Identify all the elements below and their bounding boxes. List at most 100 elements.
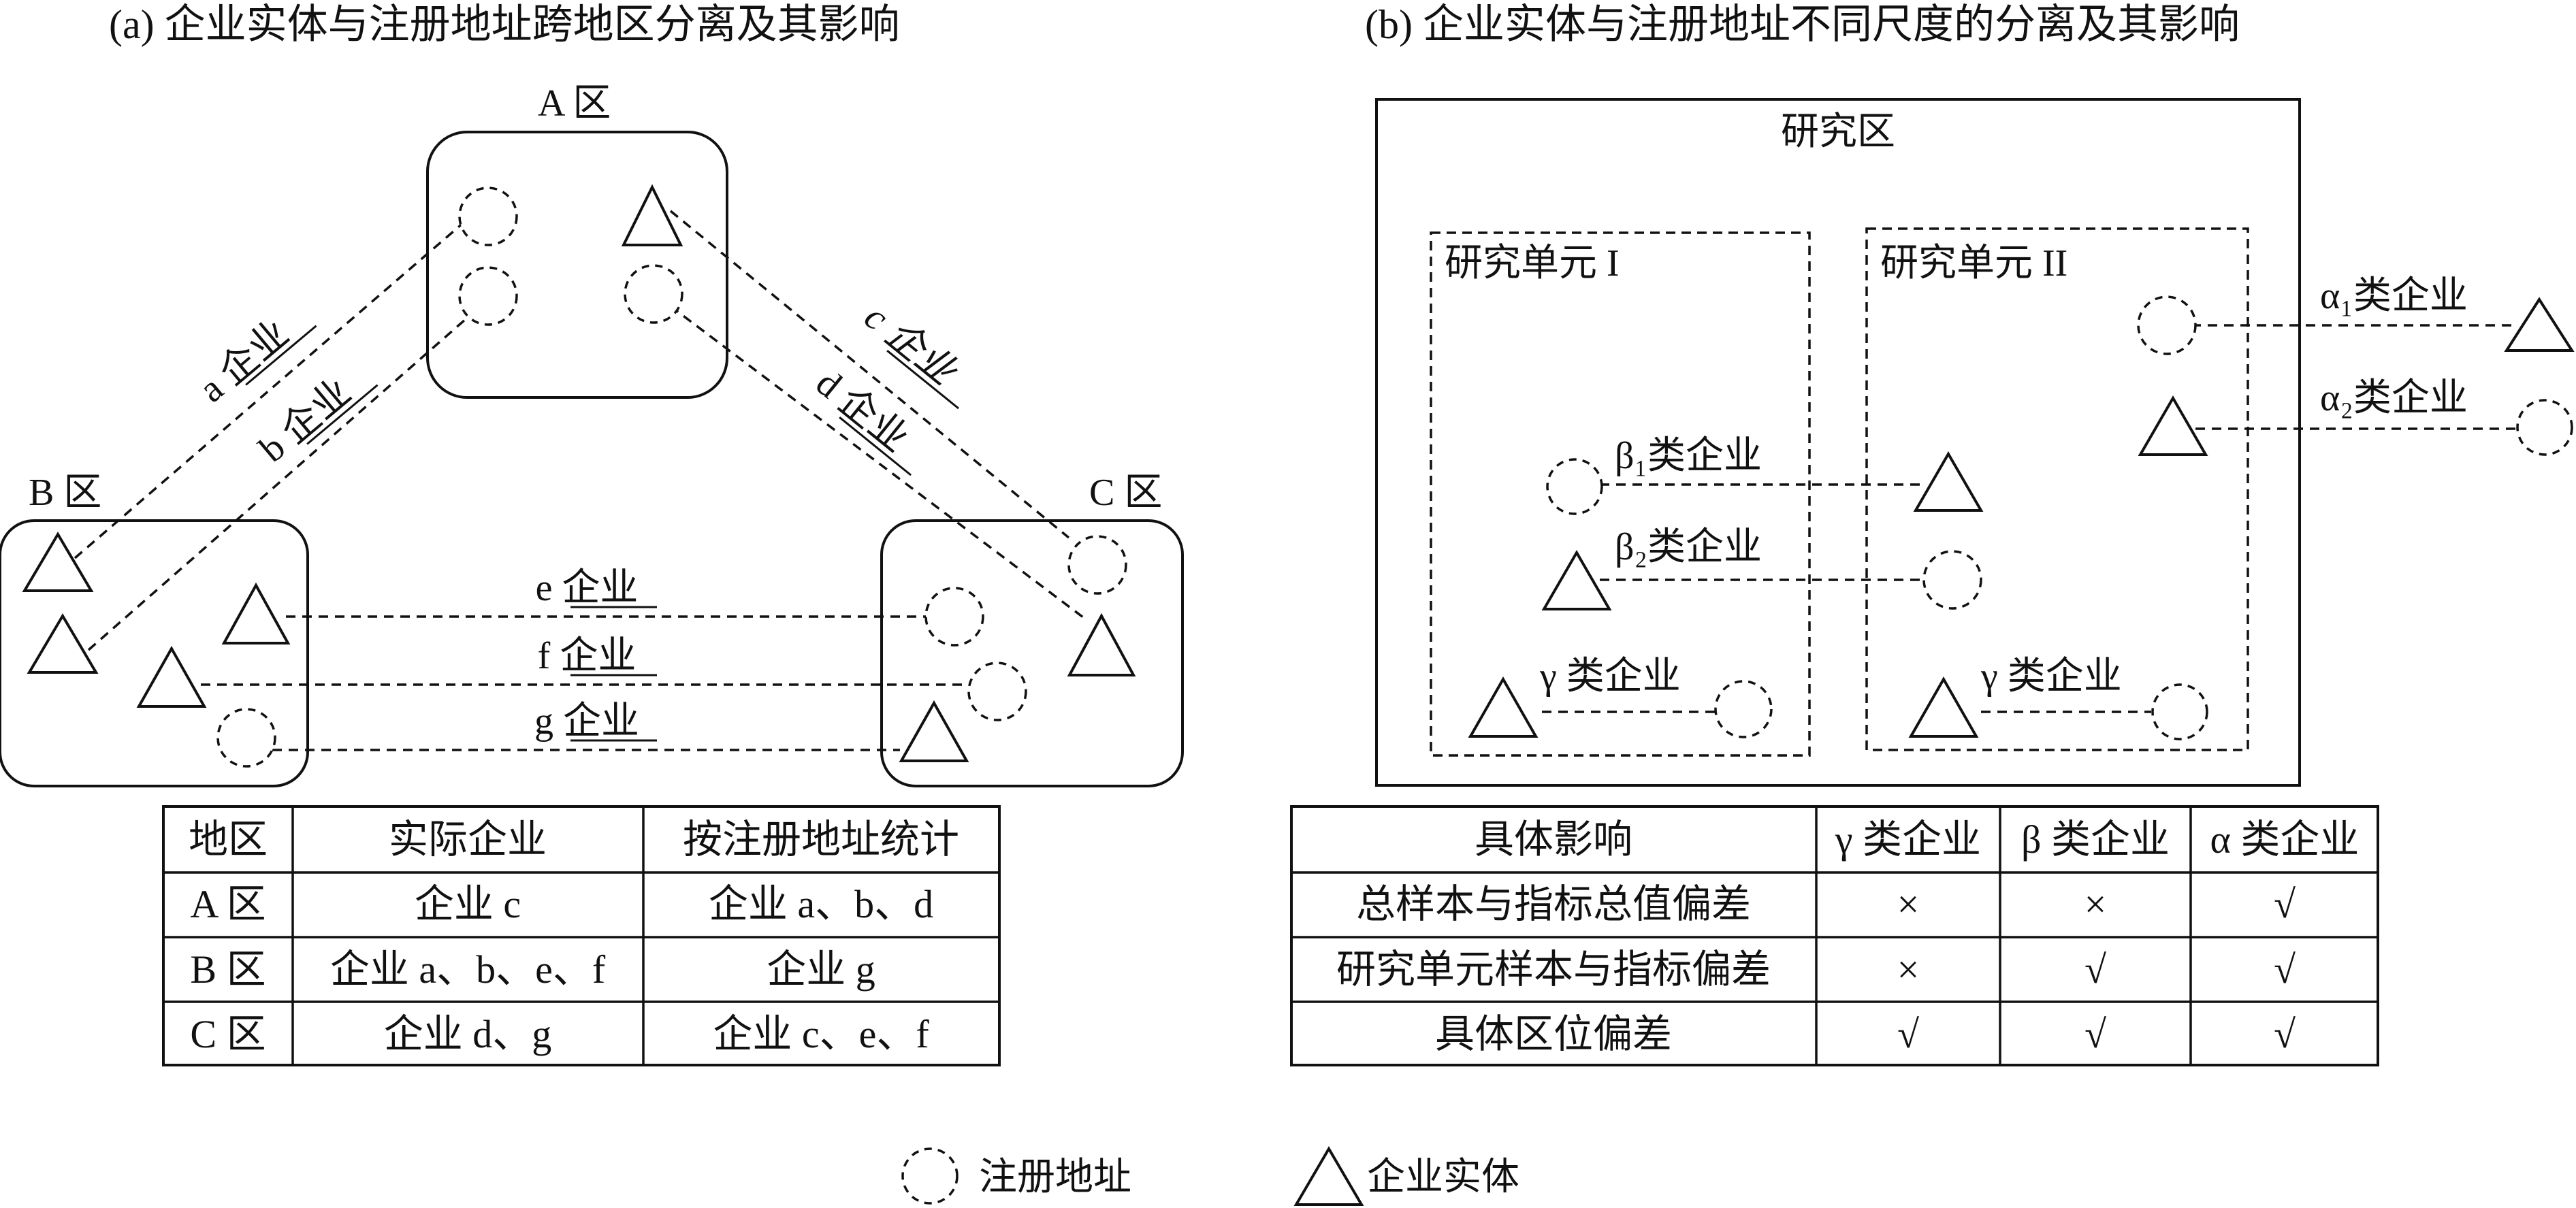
enterprise-entity-icon [899,700,969,762]
table-b-cell: √ [1897,1012,1919,1056]
link-label-a-group: a 企业 [191,312,317,410]
table-b-cell: √ [2084,1012,2106,1056]
table-a: 地区 实际企业 按注册地址统计 A 区 企业 c 企业 a、b、d B 区 企业… [162,805,1001,1066]
table-a-border [162,805,1001,1066]
region-c-label: C 区 [1089,472,1162,514]
registered-address-icon [901,1147,959,1205]
registered-address-icon [967,662,1027,721]
registered-address-icon [458,266,518,326]
enterprise-entity-icon [221,582,291,644]
registered-address-icon [624,264,683,324]
panel-a: (a) 企业实体与注册地址跨地区分离及其影响 A 区 B 区 C 区 [0,2,1184,1066]
link-b [87,308,478,651]
table-a-cell: B 区 [190,947,265,992]
study-area-box [1375,98,2301,787]
table-a-cell: A 区 [190,882,265,926]
table-b-cell: √ [2274,947,2296,992]
study-unit-2-label: 研究单元 II [1880,242,2067,284]
registered-address-icon [2516,399,2573,456]
study-unit-1-label: 研究单元 I [1445,242,1620,284]
link-label-g: g 企业 [534,700,639,742]
table-b-cell: 研究单元样本与指标偏差 [1336,947,1771,992]
table-b: 具体影响 γ 类企业 β 类企业 α 类企业 总样本与指标总值偏差 × × √ … [1290,805,2379,1066]
link-label-f: f 企业 [538,635,637,677]
alpha1-label: α₁类企业 [2320,275,2468,317]
link-label-e: e 企业 [536,567,639,609]
table-b-cell: × [2084,882,2107,926]
link-label-c: c 企业 [856,295,965,395]
beta1-label: β₁类企业 [1615,435,1762,477]
registered-address-icon [2137,295,2197,355]
panel-a-title: (a) 企业实体与注册地址跨地区分离及其影响 [109,2,900,47]
link-a [74,213,474,559]
link-label-b-underline [306,384,379,445]
registered-address-icon [1546,458,1603,515]
enterprise-entity-icon [1067,613,1136,676]
study-unit-1-box [1430,231,1811,757]
link-label-d: d 企业 [808,361,916,460]
enterprise-entity-icon [2138,395,2208,456]
gamma-1-label: γ 类企业 [1539,655,1681,698]
enterprise-entity-icon [1293,1146,1364,1206]
table-b-cell: √ [2084,947,2106,992]
link-d [669,305,1087,621]
enterprise-entity-icon [22,532,94,592]
table-b-cell: × [1897,882,1920,926]
enterprise-entity-icon [2504,297,2575,352]
table-a-header: 地区 [189,817,268,862]
table-b-cell: 总样本与指标总值偏差 [1356,882,1751,926]
link-c [669,210,1070,539]
registered-address-icon [1067,535,1127,595]
table-b-header: α 类企业 [2210,817,2360,862]
table-a-cell: 企业 a、b、d [709,882,933,926]
region-c-box [880,519,1184,787]
enterprise-entity-icon [136,645,207,708]
table-b-cell: √ [2274,882,2296,926]
enterprise-entity-icon [1913,451,1984,512]
table-a-cell: C 区 [190,1012,265,1056]
registered-address-icon [924,587,984,647]
enterprise-entity-icon [1541,550,1612,610]
legend: 注册地址 企业实体 [901,1146,1519,1206]
registered-address-icon [2151,683,2208,740]
panel-b-title: (b) 企业实体与注册地址不同尺度的分离及其影响 [1365,2,2240,47]
registered-address-icon [1922,550,1982,610]
table-b-border [1290,805,2379,1066]
link-label-c-group: c 企业 [856,295,965,410]
table-a-cell: 企业 c、e、f [713,1012,929,1056]
table-a-cell: 企业 d、g [384,1012,552,1056]
region-a-box [426,131,728,399]
link-label-d-underline [839,417,912,476]
link-label-a: a 企业 [191,312,297,410]
region-a-label: A 区 [538,82,611,125]
table-b-header: β 类企业 [2021,817,2170,862]
registered-address-icon [1714,680,1773,738]
registered-address-icon [458,186,518,246]
enterprise-entity-icon [621,184,683,246]
alpha2-label: α₂类企业 [2320,377,2468,419]
enterprise-entity-icon [27,613,99,674]
legend-registered-address: 注册地址 [979,1156,1131,1198]
link-label-c-underline [886,350,960,410]
table-a-header: 按注册地址统计 [683,817,959,862]
enterprise-entity-icon [1908,676,1979,738]
link-label-a-underline [245,325,317,386]
table-b-cell: × [1897,947,1920,992]
link-label-b: b 企业 [252,371,359,470]
table-b-cell: 具体区位偏差 [1435,1012,1672,1056]
gamma-2-label: γ 类企业 [1980,655,2122,698]
table-b-cell: √ [2274,1012,2296,1056]
table-a-cell: 企业 c [415,882,521,926]
beta2-label: β₂类企业 [1615,526,1762,568]
table-a-cell: 企业 a、b、e、f [330,947,606,992]
table-a-cell: 企业 g [767,947,875,992]
enterprise-entity-icon [1468,676,1539,738]
region-b-label: B 区 [29,472,101,514]
registered-address-icon [216,708,276,768]
legend-enterprise-entity: 企业实体 [1367,1156,1519,1198]
panel-b: (b) 企业实体与注册地址不同尺度的分离及其影响 研究区 研究单元 I 研究单元… [1290,2,2575,1066]
table-b-header: 具体影响 [1475,817,1632,862]
study-unit-2-box [1865,227,2249,751]
study-area-label: 研究区 [1781,111,1895,153]
